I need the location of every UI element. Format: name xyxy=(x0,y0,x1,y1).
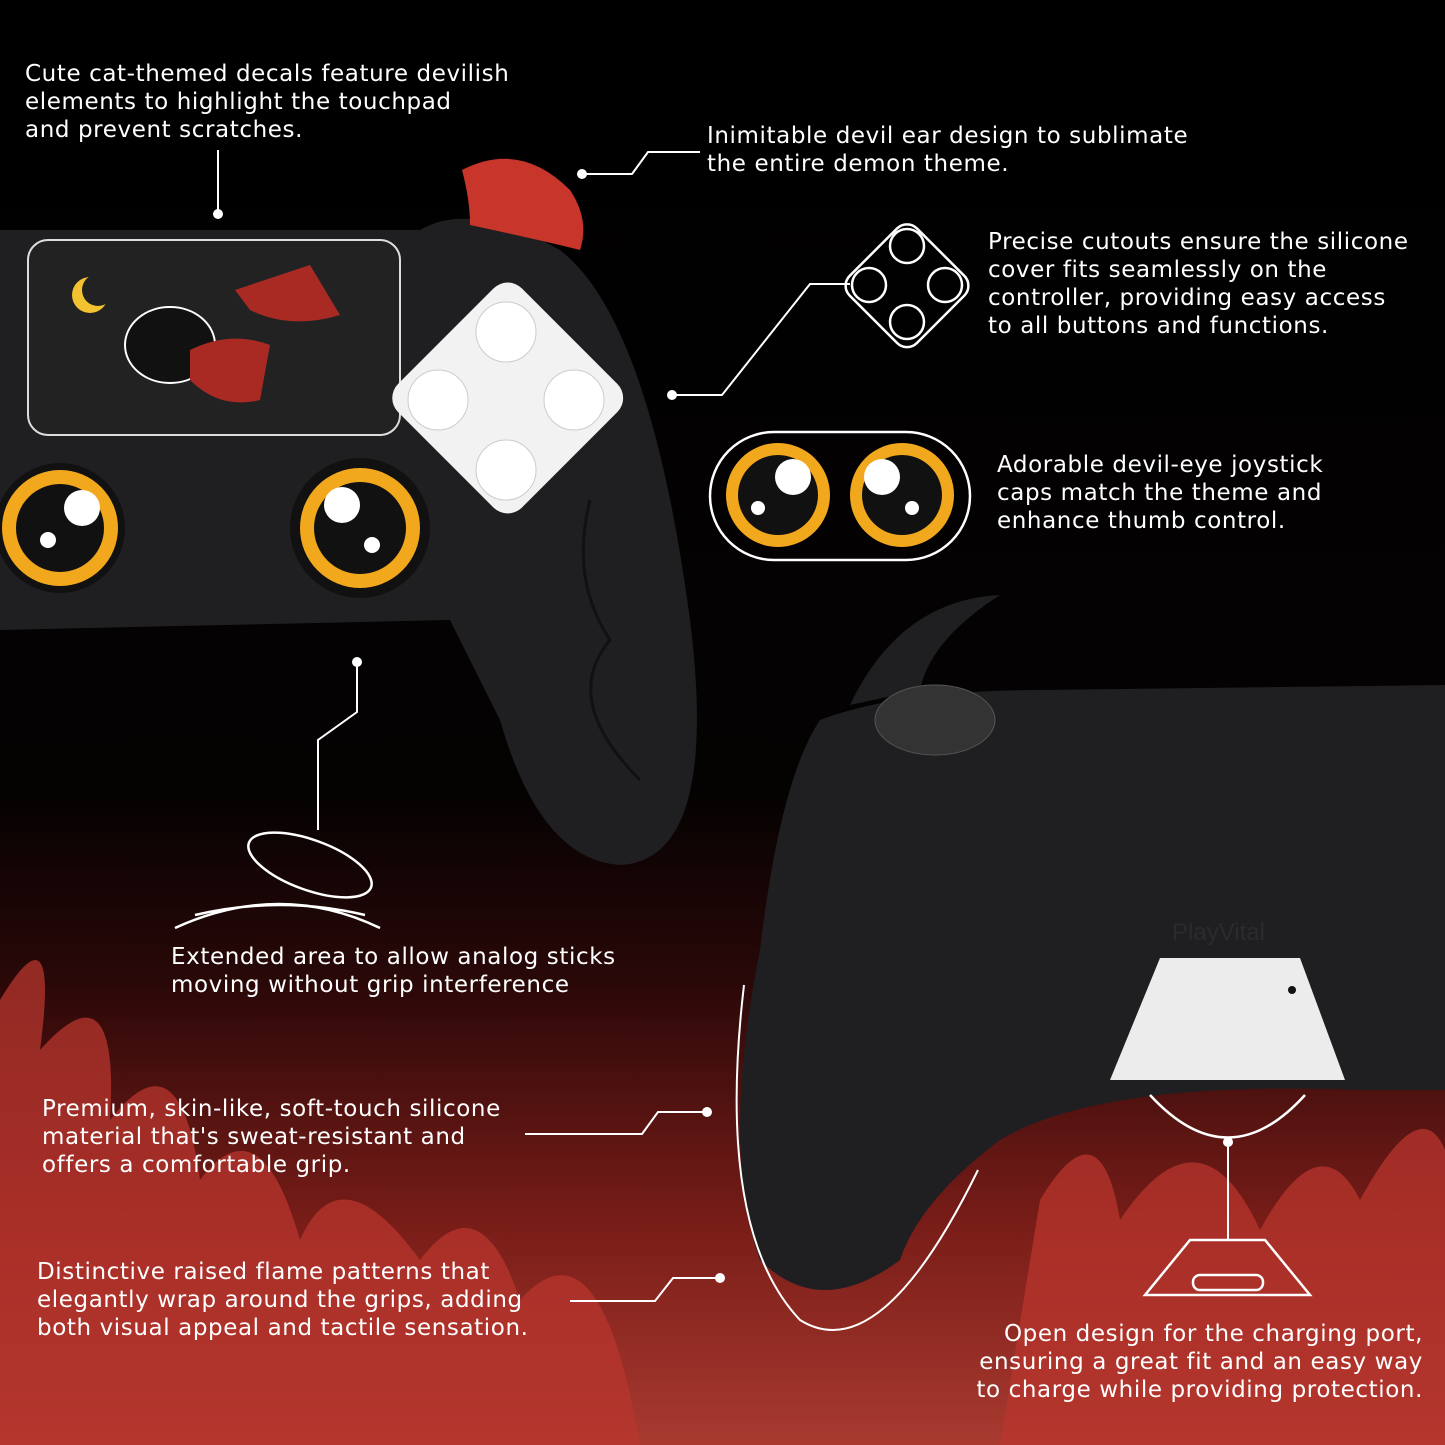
back-controller: PlayVital xyxy=(740,595,1445,1290)
caption-charging: Open design for the charging port, ensur… xyxy=(976,1321,1423,1403)
charging-port-opening xyxy=(1110,958,1345,1080)
devil-horn xyxy=(462,158,584,250)
leader-lines xyxy=(213,150,1233,1331)
face-buttons-cutout xyxy=(392,282,624,514)
caption-premium: Premium, skin-like, soft-touch silicone … xyxy=(42,1096,501,1178)
joystick-caps-icon xyxy=(708,430,972,562)
analog-stick-icon xyxy=(174,831,381,930)
joystick-caps xyxy=(0,458,430,598)
caption-joystick: Adorable devil-eye joystick caps match t… xyxy=(997,452,1324,534)
brand-watermark: PlayVital xyxy=(1172,919,1265,946)
caption-extended-area: Extended area to allow analog sticks mov… xyxy=(171,944,616,998)
flame-background xyxy=(0,960,1445,1445)
dpad-icon xyxy=(844,223,970,349)
front-controller xyxy=(0,158,697,865)
caption-devil-ear: Inimitable devil ear design to sublimate… xyxy=(707,123,1189,177)
caption-touchpad: Cute cat-themed decals feature devilish … xyxy=(25,61,510,143)
caption-flame: Distinctive raised flame patterns that e… xyxy=(37,1259,529,1341)
caption-cutouts: Precise cutouts ensure the silicone cove… xyxy=(988,229,1409,339)
